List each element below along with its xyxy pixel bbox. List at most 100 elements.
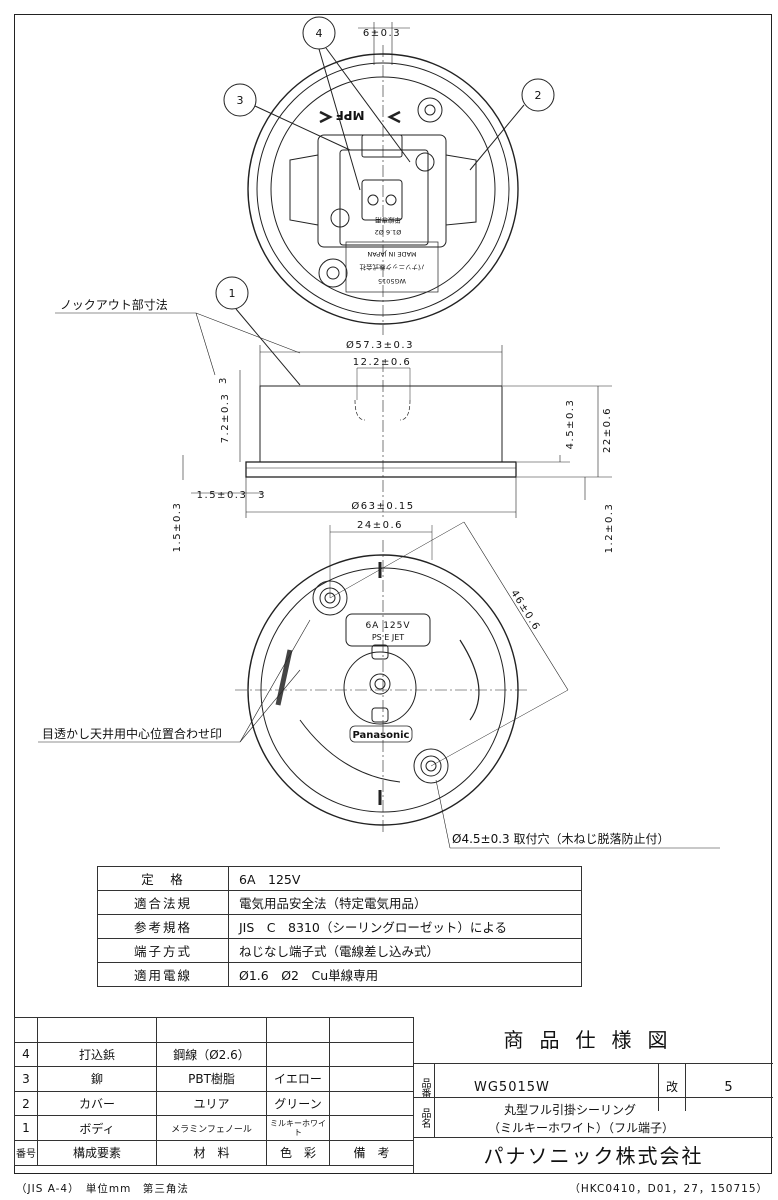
dimension-lines bbox=[55, 22, 612, 518]
model-number: WG5015W bbox=[474, 1080, 550, 1095]
knockout-label: ノックアウト部寸法 bbox=[60, 297, 168, 312]
spec-value: 電気用品安全法（特定電気用品） bbox=[228, 890, 582, 915]
table-row: 2 カバー ユリア グリーン bbox=[14, 1090, 414, 1117]
spec-row: 適合法規電気用品安全法（特定電気用品） bbox=[97, 890, 582, 915]
header-material: 材 料 bbox=[156, 1139, 267, 1166]
dim-3b: 3 bbox=[258, 490, 266, 501]
dim-15b: 1.5±0.3 bbox=[172, 502, 183, 553]
part-name: 打込鋲 bbox=[37, 1041, 157, 1068]
model-small: WG5015 bbox=[378, 277, 406, 285]
callout-bubbles bbox=[215, 16, 555, 386]
part-no: 3 bbox=[14, 1066, 38, 1092]
title-block: 商品仕様図 品番 WG5015W 改 5 品名 丸型フル引掛シーリング （ミルキ… bbox=[413, 1017, 773, 1174]
part-color: イエロー bbox=[266, 1066, 330, 1092]
dim-24: 24±0.6 bbox=[357, 520, 403, 531]
model-row: 品番 WG5015W 改 5 bbox=[414, 1063, 773, 1111]
part-note bbox=[329, 1066, 414, 1092]
spec-value: ねじなし端子式（電線差し込み式） bbox=[228, 938, 582, 963]
dim-46: 46±0.6 bbox=[508, 588, 542, 633]
spec-value: 6A 125V bbox=[228, 866, 582, 891]
spec-key: 適用電線 bbox=[97, 962, 229, 987]
part-material: メラミンフェノール bbox=[156, 1115, 267, 1141]
part-material: 鋼線（Ø2.6） bbox=[156, 1041, 267, 1068]
dim-57: Ø57.3±0.3 bbox=[346, 339, 414, 351]
part-color: ミルキーホワイト bbox=[266, 1115, 330, 1141]
company-name: パナソニック株式会社 bbox=[483, 1144, 704, 1168]
brand-mark: Panasonic bbox=[353, 730, 410, 741]
part-name: ボディ bbox=[37, 1115, 157, 1141]
terminal-mark-1: 単線専用 bbox=[375, 216, 401, 225]
name-label: 品名 bbox=[414, 1098, 435, 1138]
hin-label: 品番 bbox=[414, 1064, 435, 1111]
spec-key: 適合法規 bbox=[97, 890, 229, 915]
footer-right: （HKC0410，D01，27，150715） bbox=[569, 1183, 768, 1195]
alignment-mark-label: 目透かし天井用中心位置合わせ印 bbox=[42, 726, 222, 741]
part-no: 4 bbox=[14, 1041, 38, 1068]
callout-4: 4 bbox=[316, 27, 323, 40]
technical-drawing: 4 3 2 1 MPF MADE IN JAPAN パナソニック株式会社 WG5… bbox=[38, 16, 720, 849]
footer-left: （JIS A-4） 単位mm 第三角法 bbox=[16, 1183, 189, 1195]
header-name: 構成要素 bbox=[37, 1139, 157, 1166]
part-name: 鉚 bbox=[37, 1066, 157, 1092]
dim-63: Ø63±0.15 bbox=[351, 500, 414, 512]
spec-key: 参考規格 bbox=[97, 914, 229, 939]
dim-3a: 3 bbox=[218, 376, 229, 384]
part-material: ユリア bbox=[156, 1090, 267, 1117]
spec-key: 端子方式 bbox=[97, 938, 229, 963]
table-row: 4 打込鋲 鋼線（Ø2.6） bbox=[14, 1041, 414, 1068]
callout-3: 3 bbox=[237, 94, 244, 107]
header-note: 備 考 bbox=[329, 1139, 414, 1166]
terminal-mark-2: Ø1.6 Ø2 bbox=[375, 228, 402, 236]
mount-hole-label: Ø4.5±0.3 取付穴（木ねじ脱落防止付） bbox=[452, 831, 669, 846]
table-row: 3 鉚 PBT樹脂 イエロー bbox=[14, 1066, 414, 1092]
part-material: PBT樹脂 bbox=[156, 1066, 267, 1092]
part-name: カバー bbox=[37, 1090, 157, 1117]
rating-mark: 6A 125V bbox=[365, 621, 410, 631]
name-row: 品名 丸型フル引掛シーリング （ミルキーホワイト）（フル端子） bbox=[414, 1097, 773, 1138]
parts-blank-row bbox=[14, 1017, 414, 1043]
part-note bbox=[329, 1115, 414, 1141]
spec-value: Ø1.6 Ø2 Cu単線専用 bbox=[228, 962, 582, 987]
dim-12: 12.2±0.6 bbox=[353, 357, 412, 368]
part-no: 2 bbox=[14, 1090, 38, 1117]
part-no: 1 bbox=[14, 1115, 38, 1141]
dim-22: 22±0.6 bbox=[602, 407, 613, 453]
callout-2: 2 bbox=[535, 89, 542, 102]
dim-4: 4.5±0.3 bbox=[565, 399, 576, 450]
made-in-japan: MADE IN JAPAN bbox=[367, 250, 416, 258]
header-no: 番号 bbox=[14, 1139, 38, 1166]
drawing-title: 商品仕様図 bbox=[503, 1028, 684, 1052]
part-color bbox=[266, 1041, 330, 1068]
side-view bbox=[245, 360, 517, 520]
dim-15a: 1.5±0.3 bbox=[197, 490, 248, 501]
ps-mark: PS E JET bbox=[372, 633, 404, 642]
company-row: パナソニック株式会社 bbox=[414, 1137, 773, 1175]
header-color: 色 彩 bbox=[266, 1139, 330, 1166]
dim-6: 6±0.3 bbox=[363, 28, 401, 39]
rev-number: 5 bbox=[724, 1080, 733, 1095]
table-header: 番号 構成要素 材 料 色 彩 備 考 bbox=[14, 1139, 414, 1166]
mpf-mark: MPF bbox=[336, 108, 365, 122]
rev-label: 改 bbox=[658, 1064, 686, 1111]
spec-value: JIS C 8310（シーリングローゼット）による bbox=[228, 914, 582, 939]
part-note bbox=[329, 1041, 414, 1068]
dim-7: 7.2±0.3 bbox=[220, 393, 231, 444]
dim-12b: 1.2±0.3 bbox=[604, 503, 615, 554]
drawing-frame bbox=[14, 14, 772, 1174]
bottom-view bbox=[38, 521, 720, 849]
part-color: グリーン bbox=[266, 1090, 330, 1117]
part-note bbox=[329, 1090, 414, 1117]
table-row: 1 ボディ メラミンフェノール ミルキーホワイト bbox=[14, 1115, 414, 1141]
maker-small: パナソニック株式会社 bbox=[359, 263, 425, 272]
spec-row: 端子方式ねじなし端子式（電線差し込み式） bbox=[97, 938, 582, 963]
callout-1: 1 bbox=[229, 287, 236, 300]
parts-table: 4 打込鋲 鋼線（Ø2.6） 3 鉚 PBT樹脂 イエロー 2 カバー ユリア … bbox=[14, 1017, 414, 1166]
spec-key: 定 格 bbox=[97, 866, 229, 891]
top-view bbox=[247, 45, 519, 335]
name-line-1: 丸型フル引掛シーリング bbox=[504, 1103, 637, 1117]
name-line-2: （ミルキーホワイト）（フル端子） bbox=[488, 1121, 675, 1135]
